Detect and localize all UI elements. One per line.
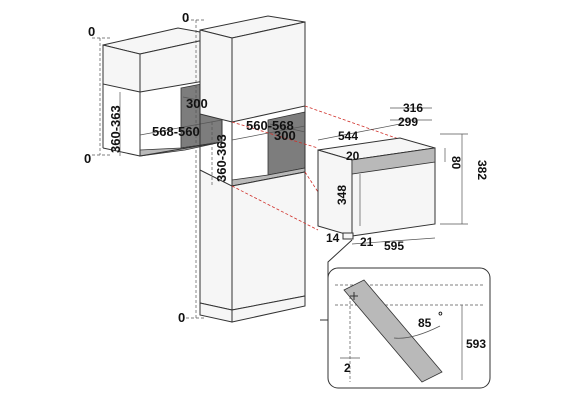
label-left-width: 568-560 <box>152 124 200 139</box>
label-oven-595: 595 <box>384 239 404 253</box>
tall-front-lower <box>199 169 233 311</box>
oven-595-dim <box>351 237 436 245</box>
label-oven-21: 21 <box>360 235 374 249</box>
label-left-bottom-zero: 0 <box>84 151 91 166</box>
label-tall-bottom-zero: 0 <box>178 310 185 325</box>
oven-foot <box>342 232 354 240</box>
tall-width-dim <box>231 125 306 141</box>
label-detail-height: 593 <box>466 337 486 351</box>
tall-cabinet <box>186 15 306 323</box>
label-oven-20: 20 <box>346 149 360 163</box>
label-detail-offset: 2 <box>344 361 351 375</box>
wall-cabinet-base-edge <box>102 147 141 157</box>
label-left-depth: 300 <box>186 96 208 111</box>
label-oven-382: 382 <box>475 160 489 180</box>
label-tall-height: 360-363 <box>214 134 229 182</box>
tall-plinth-side <box>231 295 306 323</box>
tall-depth-dim <box>269 123 306 133</box>
label-left-top-zero: 0 <box>88 24 95 39</box>
label-oven-316: 316 <box>403 101 423 115</box>
label-tall-depth: 300 <box>274 128 296 143</box>
label-detail-angle-unit: ° <box>438 309 443 323</box>
detail-callout <box>320 239 491 389</box>
label-oven-348: 348 <box>335 185 349 205</box>
callout-leader <box>320 239 353 321</box>
label-oven-299: 299 <box>398 115 418 129</box>
callout-box <box>327 267 491 389</box>
label-oven-14: 14 <box>326 231 340 245</box>
label-oven-80: 80 <box>449 156 463 170</box>
wall-width-dim <box>139 119 223 136</box>
label-detail-angle: 85 <box>418 316 432 330</box>
oven-depth-dim <box>317 123 401 141</box>
label-tall-top-zero: 0 <box>182 10 189 25</box>
angle-arc <box>393 325 441 339</box>
label-oven-544: 544 <box>338 129 358 143</box>
guide-front-bottom <box>231 185 319 231</box>
label-left-height: 360-363 <box>108 105 123 153</box>
oven-control-strip <box>351 147 436 175</box>
oven <box>317 107 468 245</box>
tall-side-upper <box>231 21 306 123</box>
label-tall-width: 560-568 <box>246 118 294 133</box>
door-panel <box>343 279 443 383</box>
tall-side-lower <box>231 171 306 311</box>
